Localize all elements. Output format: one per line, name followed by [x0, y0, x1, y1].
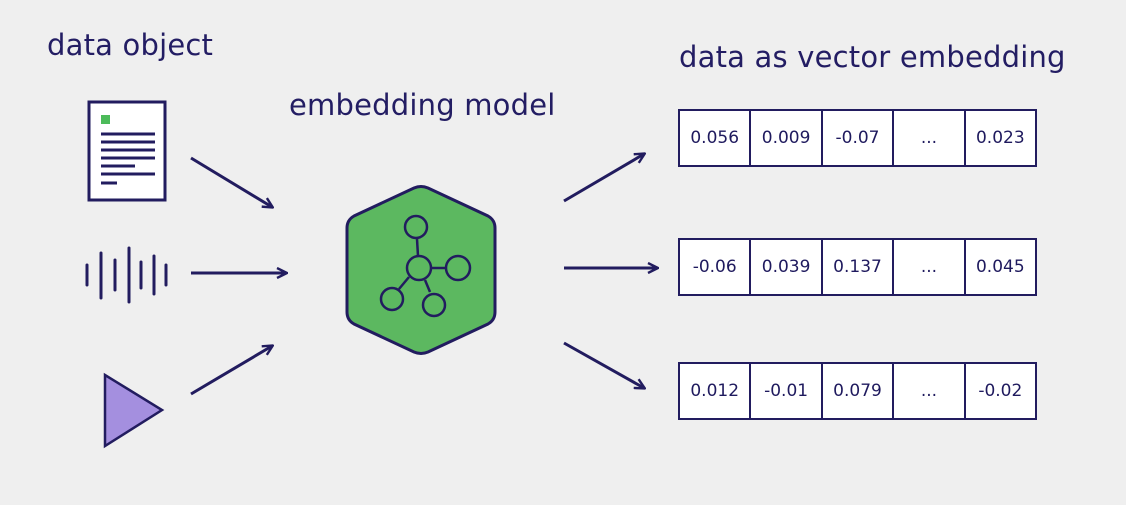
vector-cell: -0.02: [978, 381, 1023, 401]
vector-cell: -0.06: [680, 240, 752, 294]
audio-waveform-icon: [85, 246, 168, 304]
vector-cell: ...: [894, 111, 966, 165]
vector-cell: 0.079: [823, 364, 895, 418]
input-arrows: [190, 156, 286, 396]
data-object-label: data object: [47, 28, 214, 62]
arrow-video-to-model: [190, 346, 272, 396]
vector-row: 0.012 -0.01 0.079 ... -0.02: [678, 362, 1037, 420]
vector-cell: 0.045: [975, 257, 1025, 277]
vector-cell: 0.012: [680, 364, 752, 418]
arrow-model-to-vector-1: [563, 154, 644, 203]
vector-row: -0.06 0.039 0.137 ... 0.045: [678, 238, 1037, 296]
video-play-icon: [103, 372, 165, 449]
vector-cell: 0.023: [975, 128, 1025, 148]
embedding-model-label: embedding model: [289, 88, 556, 122]
vector-cell: 0.056: [680, 111, 752, 165]
vector-cell: 0.009: [751, 111, 823, 165]
arrow-model-to-vector-3: [563, 341, 644, 388]
vector-cell: ...: [894, 240, 966, 294]
vector-cell: ...: [894, 364, 966, 418]
output-arrows: [563, 154, 657, 388]
vector-cell: 0.039: [751, 240, 823, 294]
vector-cell: 0.137: [823, 240, 895, 294]
vector-row: 0.056 0.009 -0.07 ... 0.023: [678, 109, 1037, 167]
document-icon: [87, 100, 167, 202]
vector-cell: -0.07: [823, 111, 895, 165]
arrow-document-to-model: [190, 156, 272, 207]
vector-embedding-label: data as vector embedding: [679, 40, 1066, 74]
graph-network-icon: [379, 214, 472, 318]
vector-cell: -0.01: [751, 364, 823, 418]
